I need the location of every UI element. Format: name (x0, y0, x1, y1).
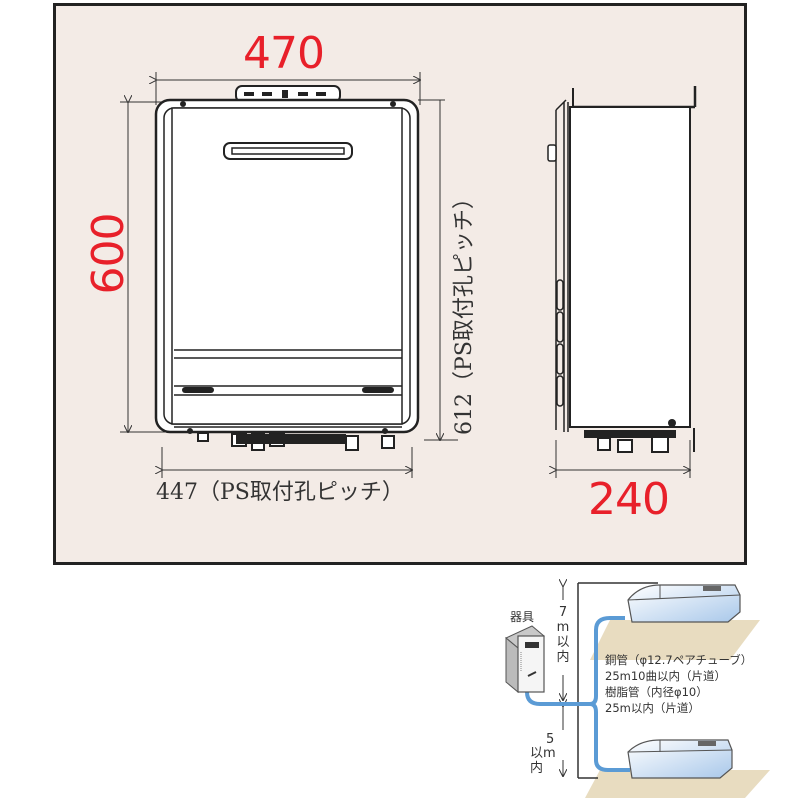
lower-limit-line: 5 (546, 732, 555, 747)
device-label: 器具 (510, 610, 535, 624)
upper-limit-char: 7 (558, 605, 568, 620)
upper-limit-char: 以 (556, 634, 570, 650)
lower-limit-line: 内 (530, 760, 544, 776)
upper-limit-char: m (556, 619, 570, 635)
front-view-unit (120, 72, 458, 478)
pipe-note: 樹脂管（内径φ10） (605, 685, 708, 700)
side-view-unit (547, 86, 697, 478)
pipe-note: 銅管（φ12.7ペアチューブ） (605, 653, 753, 667)
lower-limit-line: 以m (530, 746, 556, 762)
height-dimension-label: 600 (83, 213, 134, 295)
water-heater-icon (505, 625, 545, 694)
installation-diagram (505, 583, 770, 798)
vertical-mount-pitch-label: 612（PS取付孔ピッチ） (452, 187, 477, 435)
pipe-note: 25m以内（片道） (605, 701, 700, 716)
width-dimension-label: 470 (243, 28, 325, 79)
pipe-spec-notes: 銅管（φ12.7ペアチューブ） 25m10曲以内（片道） 樹脂管（内径φ10） … (605, 652, 752, 716)
depth-dimension-label: 240 (588, 474, 670, 525)
pipe-note: 25m10曲以内（片道） (605, 669, 726, 684)
horizontal-mount-pitch-label: 447（PS取付孔ピッチ） (156, 480, 404, 505)
lower-height-limit-label: 5 以m 内 (530, 732, 562, 776)
upper-height-limit-label: 7 m 以 内 (555, 605, 571, 666)
upper-limit-char: 内 (556, 649, 570, 665)
